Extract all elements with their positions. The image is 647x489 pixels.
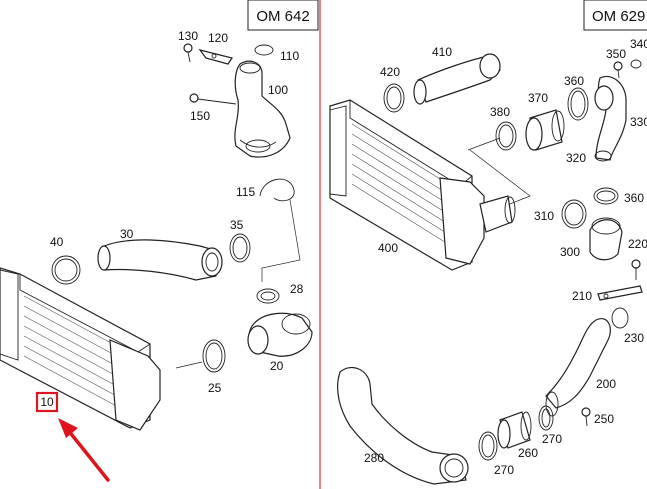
label-200: 200: [596, 377, 616, 391]
part-25-clamp: [202, 339, 226, 373]
label-270-right: 270: [542, 432, 562, 446]
part-250-bolt: [581, 407, 591, 427]
label-310: 310: [534, 209, 554, 223]
part-270-ring-left: [478, 431, 498, 461]
label-210: 210: [572, 289, 592, 303]
label-150: 150: [190, 109, 210, 123]
part-210-bracket: [597, 285, 643, 301]
leader-400: [469, 149, 531, 209]
label-320: 320: [566, 151, 586, 165]
part-280-hose: [337, 367, 469, 485]
engine-label-right: OM 629: [583, 0, 647, 31]
part-40-clamp: [51, 255, 81, 285]
label-120: 120: [208, 31, 228, 45]
label-220: 220: [628, 237, 647, 251]
label-360-lower: 360: [624, 191, 644, 205]
label-35: 35: [230, 218, 244, 232]
part-350-bolt: [613, 61, 623, 79]
label-300: 300: [560, 245, 580, 259]
label-30: 30: [120, 227, 134, 241]
leader-380: [467, 137, 501, 151]
label-100: 100: [268, 83, 288, 97]
part-110-gasket: [254, 44, 274, 56]
label-25: 25: [208, 381, 222, 395]
part-340-washer: [630, 59, 642, 69]
part-150-bolt: [189, 93, 237, 105]
label-115: 115: [236, 185, 255, 199]
part-120-bracket: [198, 49, 233, 65]
label-28: 28: [290, 282, 304, 296]
label-330: 330: [630, 115, 647, 129]
part-310-ring: [561, 199, 587, 229]
engine-label-left: OM 642: [247, 0, 319, 31]
label-360-top: 360: [564, 74, 584, 88]
leader-115-28: [261, 199, 301, 282]
part-130-bolt: [183, 43, 193, 63]
part-260-seal: [497, 411, 532, 449]
label-40: 40: [50, 235, 64, 249]
part-200-pipe: [545, 318, 611, 417]
label-380: 380: [490, 105, 510, 119]
part-370-hose: [525, 109, 565, 151]
label-110: 110: [280, 49, 299, 63]
label-270-left: 270: [494, 463, 514, 477]
label-350: 350: [606, 47, 626, 61]
engine-label-left-text: OM 642: [256, 8, 309, 25]
part-28-gasket: [256, 288, 280, 304]
part-20-pipe: [247, 312, 313, 357]
label-410: 410: [432, 45, 452, 59]
label-280: 280: [364, 451, 384, 465]
label-260: 260: [518, 446, 538, 460]
part-115-clamp: [259, 178, 295, 202]
label-230: 230: [624, 331, 644, 345]
part-410-hose: [413, 53, 501, 105]
label-10-highlight: 10: [35, 391, 59, 413]
label-250: 250: [594, 412, 614, 426]
label-370: 370: [528, 91, 548, 105]
part-220-bolt: [631, 259, 641, 280]
part-100-pipe: [234, 60, 291, 158]
label-10: 10: [40, 395, 54, 409]
label-340: 340: [630, 37, 647, 51]
label-130: 130: [178, 29, 198, 43]
part-400-intercooler: [329, 99, 516, 271]
part-360-ring-lower: [593, 187, 619, 205]
part-230-gasket: [611, 307, 629, 329]
part-330-pipe: [594, 75, 627, 162]
label-420: 420: [380, 65, 400, 79]
part-360-ring-top: [567, 87, 589, 121]
leader-25: [175, 361, 203, 369]
arrow-icon: [58, 418, 110, 482]
engine-label-right-text: OM 629: [592, 8, 645, 25]
part-270-ring-right: [538, 405, 554, 431]
part-30-hose: [97, 239, 223, 281]
part-10-intercooler: [0, 267, 161, 431]
part-380-ring: [495, 121, 517, 151]
label-20: 20: [270, 359, 284, 373]
label-400: 400: [378, 241, 398, 255]
part-300-pipe: [589, 217, 623, 261]
part-35-ring: [229, 233, 251, 263]
part-420-ring: [383, 83, 405, 113]
